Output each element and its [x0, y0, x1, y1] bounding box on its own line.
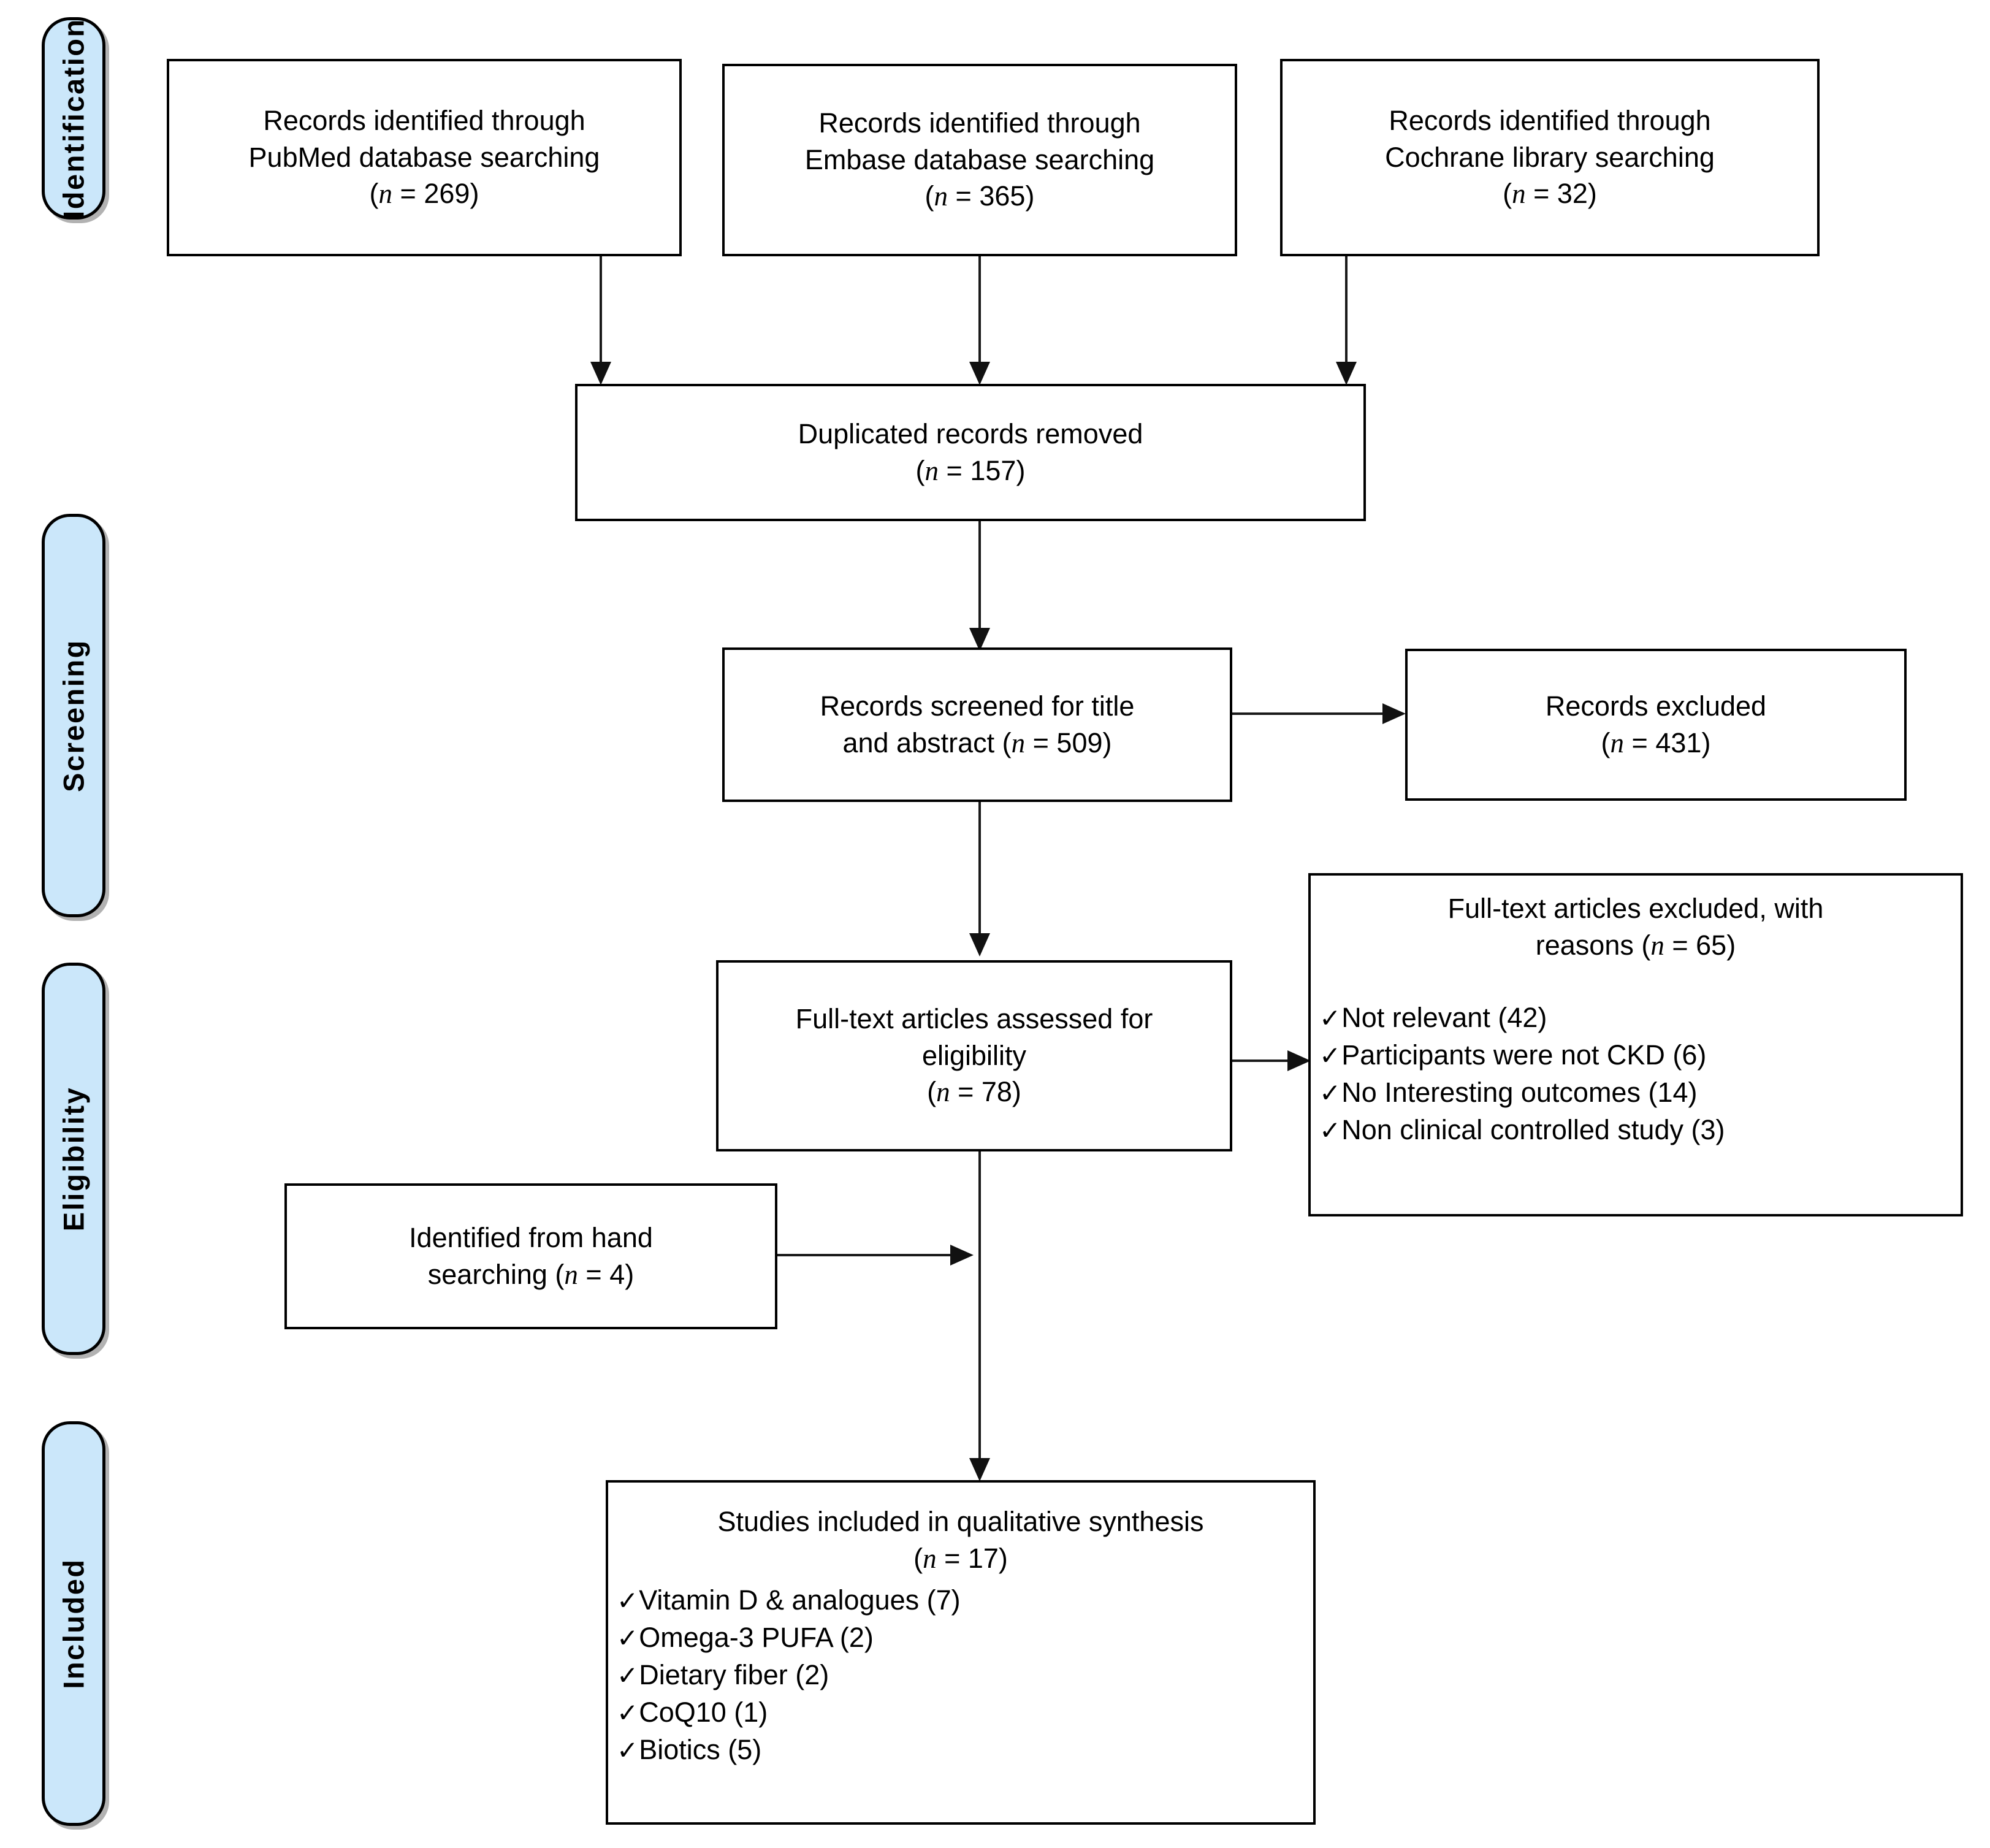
- box-duplicates-removed: Duplicated records removed (n = 157): [575, 384, 1366, 521]
- connector-cochrane-to-duplicates: [1345, 256, 1348, 367]
- arrow-embase-to-duplicates: [969, 362, 990, 385]
- arrow-duplicates-to-screened: [969, 628, 990, 651]
- stage-band-identification: Identification: [42, 17, 105, 220]
- check-icon: ✓: [1319, 1116, 1341, 1145]
- stage-band-included: Included: [42, 1421, 105, 1826]
- hand-searching-line-2: searching (n = 4): [427, 1258, 635, 1290]
- duplicates-count: (n = 157): [915, 454, 1026, 486]
- cochrane-line-2: Cochrane library searching: [1385, 141, 1715, 173]
- included-count: (n = 17): [913, 1542, 1008, 1574]
- fulltext-assessed-count: (n = 78): [927, 1076, 1021, 1108]
- category-text: Vitamin D & analogues (7): [639, 1584, 961, 1616]
- connector-hand-searching-to-spine: [777, 1254, 953, 1256]
- reason-text: Not relevant (42): [1341, 1001, 1547, 1033]
- box-fulltext-excluded: Full-text articles excluded, with reason…: [1308, 873, 1963, 1216]
- connector-pubmed-to-duplicates: [600, 256, 602, 367]
- hand-searching-line-1: Identified from hand: [409, 1221, 653, 1253]
- category-text: Dietary fiber (2): [639, 1659, 829, 1691]
- pubmed-count: (n = 269): [369, 178, 479, 210]
- list-item: ✓Omega-3 PUFA (2): [617, 1619, 1305, 1656]
- fulltext-excluded-reason-list: ✓Not relevant (42) ✓Participants were no…: [1319, 999, 1952, 1149]
- check-icon: ✓: [1319, 1079, 1341, 1108]
- check-icon: ✓: [617, 1698, 639, 1728]
- connector-fulltext-to-included: [978, 1151, 981, 1464]
- cochrane-count: (n = 32): [1503, 178, 1597, 210]
- records-excluded-line-1: Records excluded: [1545, 690, 1767, 722]
- embase-line-1: Records identified through: [818, 107, 1141, 139]
- connector-embase-to-duplicates: [978, 256, 981, 367]
- arrow-cochrane-to-duplicates: [1336, 362, 1357, 385]
- check-icon: ✓: [617, 1661, 639, 1690]
- arrow-screened-to-fulltext: [969, 933, 990, 956]
- connector-duplicates-to-screened: [978, 521, 981, 633]
- check-icon: ✓: [617, 1736, 639, 1765]
- pubmed-line-1: Records identified through: [263, 104, 585, 136]
- screened-line-1: Records screened for title: [820, 690, 1135, 722]
- fulltext-excluded-line-2: reasons (n = 65): [1535, 929, 1736, 961]
- connector-screened-to-excluded: [1232, 712, 1386, 715]
- list-item: ✓Not relevant (42): [1319, 999, 1952, 1036]
- connector-fulltext-to-excluded: [1232, 1060, 1294, 1062]
- records-excluded-count: (n = 431): [1601, 727, 1711, 758]
- list-item: ✓No Interesting outcomes (14): [1319, 1074, 1952, 1111]
- box-cochrane-records: Records identified through Cochrane libr…: [1280, 59, 1820, 256]
- cochrane-line-1: Records identified through: [1389, 104, 1711, 136]
- stage-band-identification-label: Identification: [57, 18, 90, 219]
- arrow-fulltext-to-excluded: [1287, 1050, 1311, 1071]
- stage-band-eligibility: Eligibility: [42, 963, 105, 1355]
- list-item: ✓Non clinical controlled study (3): [1319, 1111, 1952, 1148]
- check-icon: ✓: [617, 1623, 639, 1652]
- arrow-pubmed-to-duplicates: [590, 362, 611, 385]
- box-records-screened: Records screened for title and abstract …: [722, 647, 1232, 802]
- included-line-1: Studies included in qualitative synthesi…: [717, 1506, 1204, 1537]
- arrow-fulltext-to-included: [969, 1458, 990, 1481]
- box-fulltext-assessed: Full-text articles assessed for eligibil…: [716, 960, 1232, 1151]
- reason-text: No Interesting outcomes (14): [1341, 1077, 1698, 1109]
- fulltext-excluded-line-1: Full-text articles excluded, with: [1447, 893, 1824, 924]
- duplicates-line-1: Duplicated records removed: [798, 418, 1143, 449]
- stage-band-included-label: Included: [57, 1558, 90, 1689]
- category-text: Biotics (5): [639, 1734, 762, 1766]
- check-icon: ✓: [1319, 1003, 1341, 1033]
- fulltext-assessed-line-1: Full-text articles assessed for: [795, 1002, 1153, 1034]
- screened-line-2: and abstract (n = 509): [842, 727, 1112, 758]
- stage-band-screening: Screening: [42, 514, 105, 917]
- box-included-studies: Studies included in qualitative synthesi…: [606, 1480, 1316, 1825]
- fulltext-assessed-line-2: eligibility: [921, 1039, 1027, 1071]
- pubmed-line-2: PubMed database searching: [248, 141, 600, 173]
- reason-text: Participants were not CKD (6): [1341, 1039, 1707, 1071]
- box-pubmed-records: Records identified through PubMed databa…: [167, 59, 682, 256]
- category-text: CoQ10 (1): [639, 1697, 768, 1728]
- list-item: ✓CoQ10 (1): [617, 1693, 1305, 1731]
- stage-band-screening-label: Screening: [57, 639, 90, 792]
- box-embase-records: Records identified through Embase databa…: [722, 64, 1237, 256]
- list-item: ✓Biotics (5): [617, 1731, 1305, 1768]
- list-item: ✓Dietary fiber (2): [617, 1656, 1305, 1693]
- category-text: Omega-3 PUFA (2): [639, 1621, 874, 1653]
- reason-text: Non clinical controlled study (3): [1341, 1114, 1725, 1146]
- stage-band-eligibility-label: Eligibility: [57, 1086, 90, 1232]
- connector-screened-to-fulltext: [978, 802, 981, 938]
- embase-line-2: Embase database searching: [804, 143, 1155, 175]
- included-category-list: ✓Vitamin D & analogues (7) ✓Omega-3 PUFA…: [617, 1581, 1305, 1769]
- box-hand-searching: Identified from hand searching (n = 4): [284, 1183, 777, 1329]
- arrow-screened-to-excluded: [1382, 703, 1406, 724]
- check-icon: ✓: [1319, 1040, 1341, 1070]
- list-item: ✓Participants were not CKD (6): [1319, 1036, 1952, 1074]
- list-item: ✓Vitamin D & analogues (7): [617, 1581, 1305, 1619]
- arrow-hand-searching-to-spine: [950, 1245, 974, 1266]
- embase-count: (n = 365): [924, 180, 1035, 212]
- check-icon: ✓: [617, 1586, 639, 1615]
- box-records-excluded: Records excluded (n = 431): [1405, 649, 1907, 801]
